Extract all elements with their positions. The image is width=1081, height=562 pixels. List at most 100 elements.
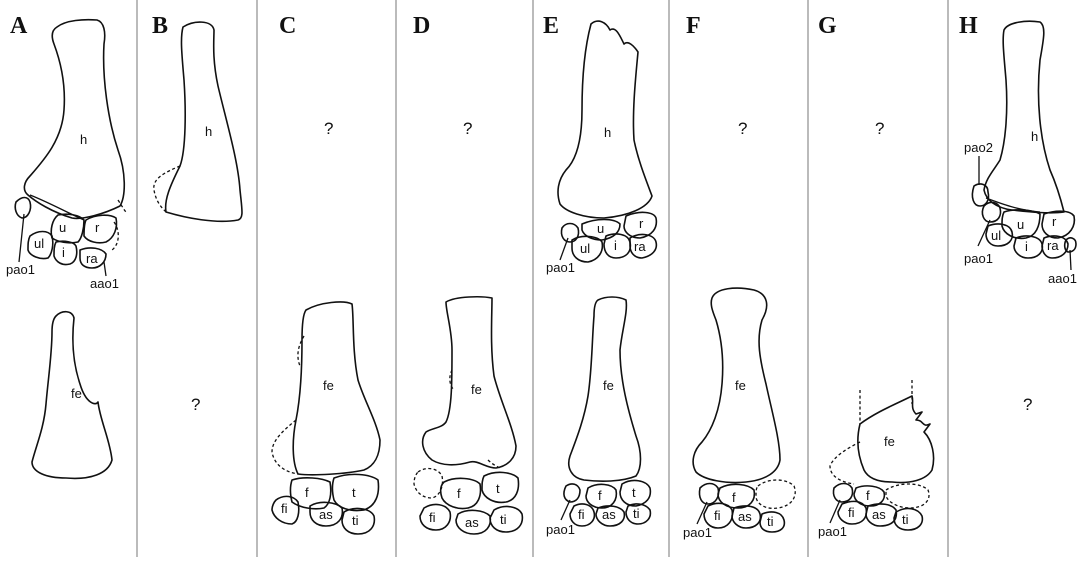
label-u-e: u: [597, 221, 604, 236]
label-ti-g: ti: [902, 512, 909, 527]
humerus-a-dashed: [117, 199, 127, 213]
panel-d: ? fe f t fi as ti: [413, 119, 524, 535]
femur-g-dashed-lower: [829, 441, 861, 485]
label-ra-e: ra: [634, 239, 646, 254]
bone-f-g: [853, 485, 886, 507]
bone-i-h: [1013, 235, 1044, 259]
label-pao1-e: pao1: [546, 260, 575, 275]
panel-c: ? fe f t fi as ti: [271, 119, 381, 535]
humerus-b: [164, 21, 243, 223]
missing-mark-b: ?: [191, 395, 200, 414]
femur-e: [568, 296, 642, 482]
label-r-a: r: [95, 220, 100, 235]
bone-ra-e: [629, 233, 658, 259]
label-fi-c: fi: [281, 501, 288, 516]
label-ti-e: ti: [633, 506, 640, 521]
bone-as-g: [865, 503, 898, 527]
label-u-a: u: [59, 220, 66, 235]
panel-h: h pao2 u r ul i ra pao1 aao1 ?: [964, 20, 1077, 414]
femur-d-dashed-lower: [487, 459, 501, 469]
bone-pao1-e: [560, 222, 580, 243]
label-i-h: i: [1025, 239, 1028, 254]
bone-t-d: [481, 471, 520, 504]
label-fe-e: fe: [603, 378, 614, 393]
bone-r-a: [83, 214, 118, 244]
bone-as-d: [455, 509, 492, 535]
label-pao1-g: pao1: [818, 524, 847, 539]
bone-r-e: [623, 211, 658, 239]
bone-ti-c: [341, 507, 376, 535]
bone-u-a: [50, 213, 85, 244]
bone-fi-g: [837, 500, 868, 525]
bone-i-e: [603, 233, 632, 259]
missing-mark-f: ?: [738, 119, 747, 138]
panel-letter-a: A: [10, 13, 28, 39]
femur-g: [857, 395, 935, 484]
panel-letter-d: D: [413, 13, 430, 39]
bone-dashed-a: [111, 221, 119, 251]
label-ti-d: ti: [500, 512, 507, 527]
bone-aao1-h: [1063, 237, 1077, 253]
label-fe-d: fe: [471, 382, 482, 397]
label-as-d: as: [465, 515, 479, 530]
label-fe-a: fe: [71, 386, 82, 401]
bone-f-f: [717, 483, 756, 509]
label-h-h: h: [1031, 129, 1038, 144]
label-fi-e: fi: [578, 507, 585, 522]
bone-u-h: [1001, 209, 1041, 240]
label-pao1-a: pao1: [6, 262, 35, 277]
label-as-e: as: [602, 507, 616, 522]
femur-d-dashed-upper: [449, 369, 455, 391]
label-as-f: as: [738, 509, 752, 524]
label-pao1-e-foot: pao1: [546, 522, 575, 537]
label-f-f: f: [732, 490, 736, 505]
femur-f: [692, 287, 781, 484]
label-fe-c: fe: [323, 378, 334, 393]
leader-pao1-g: [829, 499, 841, 524]
bone-f-e: [585, 483, 618, 509]
panel-letter-g: G: [818, 13, 837, 39]
missing-mark-h: ?: [1023, 395, 1032, 414]
missing-mark-c: ?: [324, 119, 333, 138]
label-as-c: as: [319, 507, 333, 522]
panel-b: h ?: [153, 21, 243, 414]
label-t-e: t: [632, 485, 636, 500]
label-fe-f: fe: [735, 378, 746, 393]
humerus-e: [557, 20, 653, 219]
bone-pao1-f: [698, 482, 720, 505]
bone-pao1-g: [832, 482, 854, 503]
bone-t-e: [619, 479, 652, 507]
panel-g: ? fe pao1 f fi as ti: [818, 119, 935, 539]
bone-fi-c: [271, 495, 300, 525]
label-h-a: h: [80, 132, 87, 147]
femur-c-dashed-upper: [297, 335, 305, 367]
bone-pao1-e-foot: [563, 483, 581, 503]
label-h-b: h: [205, 124, 212, 139]
bone-pao1-a: [14, 196, 32, 219]
bone-f-d: [439, 477, 482, 510]
bone-r-h: [1041, 210, 1076, 239]
bone-ra-a: [79, 247, 107, 269]
bone-ul-e: [571, 235, 604, 263]
bone-fi-f: [703, 502, 734, 529]
panel-letter-b: B: [152, 13, 168, 39]
label-ul-e: ul: [580, 241, 590, 256]
bone-as-f: [731, 505, 762, 529]
label-pao2-h: pao2: [964, 140, 993, 155]
humerus-a: [23, 18, 126, 220]
bone-ul-h: [985, 223, 1014, 247]
label-t-c: t: [352, 485, 356, 500]
bone-dashed-d: [413, 467, 444, 499]
label-pao1-h: pao1: [964, 251, 993, 266]
label-fi-g: fi: [848, 505, 855, 520]
bone-as-e: [595, 505, 626, 527]
label-ul-h: ul: [991, 228, 1001, 243]
femur-a: [31, 310, 113, 480]
label-fi-d: fi: [429, 510, 436, 525]
label-as-g: as: [872, 507, 886, 522]
label-r-h: r: [1052, 214, 1057, 229]
label-ti-f: ti: [767, 514, 774, 529]
femur-d: [421, 296, 517, 469]
humerus-h: [983, 20, 1065, 214]
